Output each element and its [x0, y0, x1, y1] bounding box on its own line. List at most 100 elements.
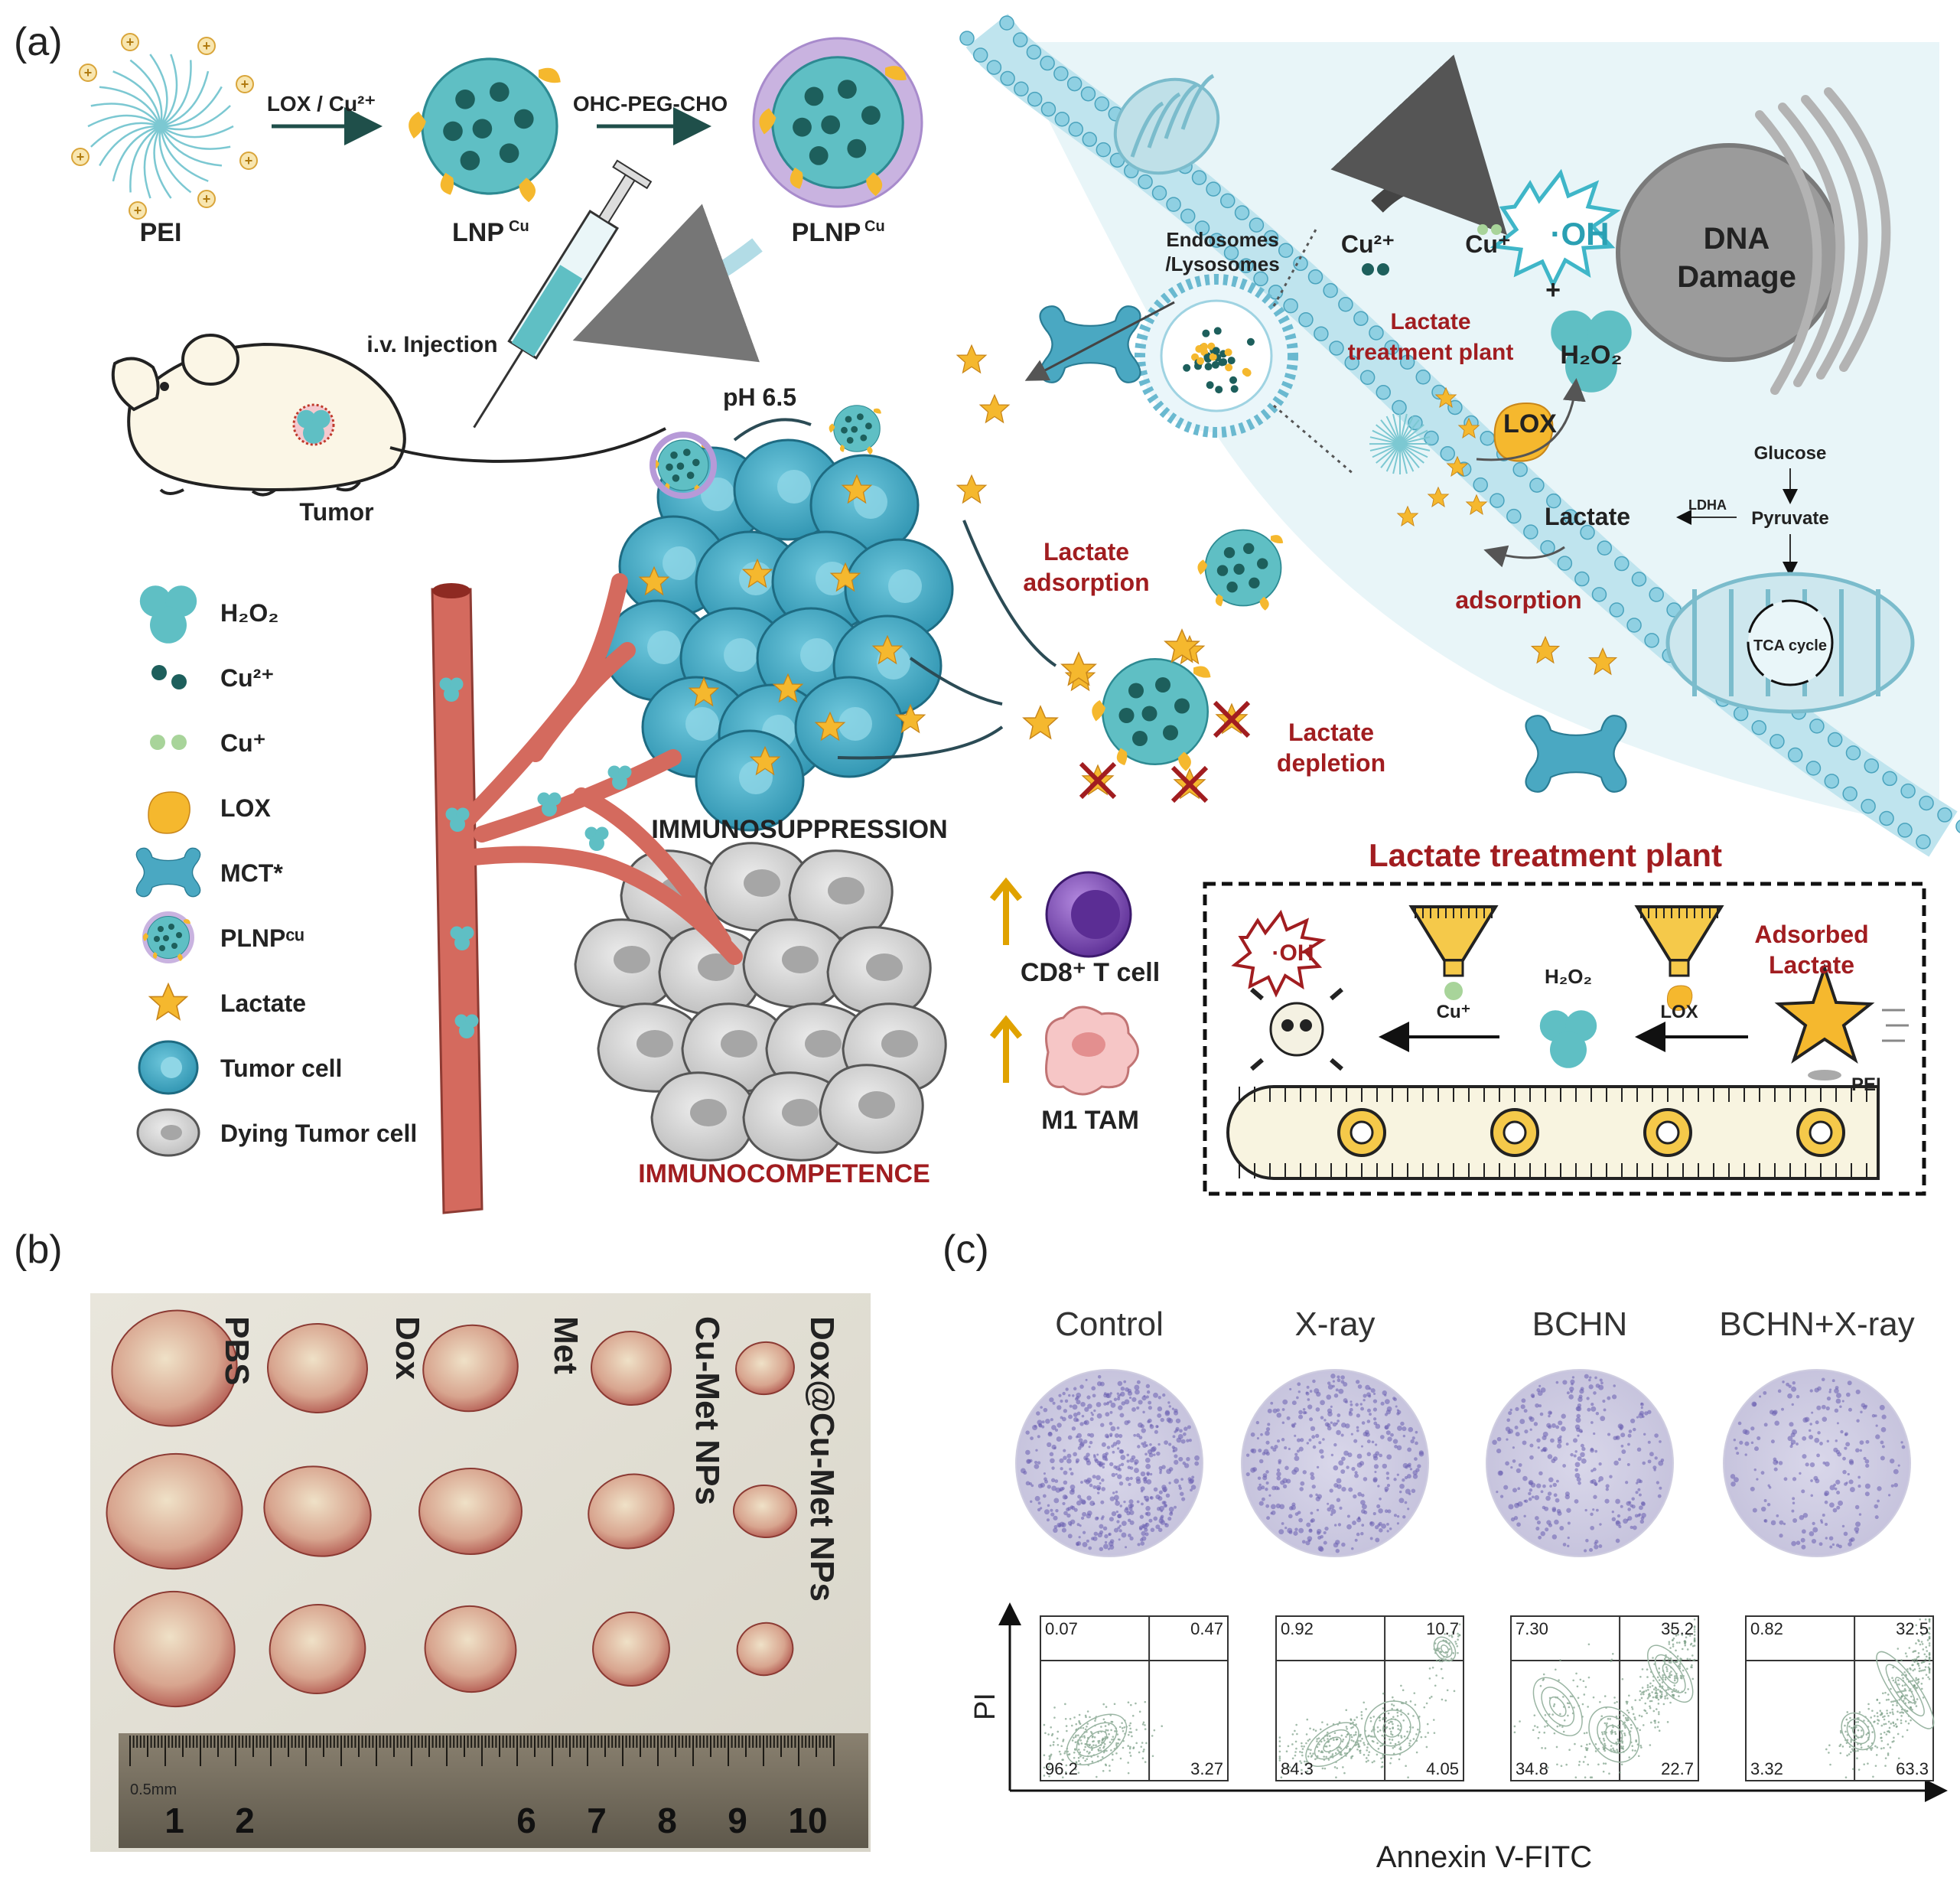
- colony: [1349, 1412, 1353, 1416]
- plant-oh-text: ·OH: [1272, 940, 1314, 966]
- colony: [1325, 1423, 1330, 1427]
- event-dot: [1043, 1724, 1046, 1726]
- colony: [1334, 1393, 1339, 1398]
- colony: [1121, 1387, 1125, 1391]
- event-dot: [1678, 1641, 1681, 1644]
- colony: [1121, 1463, 1124, 1466]
- event-dot: [1097, 1755, 1099, 1758]
- colony: [1050, 1418, 1053, 1421]
- colony: [1557, 1444, 1561, 1449]
- colony: [1541, 1531, 1545, 1536]
- colony: [1112, 1473, 1116, 1478]
- colony: [1375, 1443, 1377, 1446]
- colony: [1108, 1548, 1110, 1550]
- event-dot: [1085, 1715, 1087, 1717]
- colony: [1382, 1390, 1387, 1395]
- event-dot: [1294, 1730, 1296, 1732]
- event-dot: [1392, 1697, 1394, 1699]
- colony: [1298, 1518, 1303, 1523]
- event-dot: [1412, 1715, 1415, 1717]
- event-dot: [1359, 1734, 1362, 1736]
- event-dot: [1353, 1719, 1356, 1721]
- colony: [1073, 1404, 1078, 1410]
- event-dot: [1649, 1683, 1652, 1685]
- group-label: Dox@Cu-Met NPs: [803, 1316, 841, 1602]
- event-dot: [1912, 1670, 1914, 1672]
- dying-nucleus: [881, 1030, 918, 1058]
- colony: [1373, 1512, 1376, 1515]
- event-dot: [1603, 1738, 1605, 1740]
- colony: [1367, 1439, 1371, 1443]
- event-dot: [1457, 1645, 1459, 1648]
- colony: [1176, 1438, 1181, 1443]
- event-dot: [1694, 1631, 1696, 1633]
- event-dot: [1123, 1726, 1125, 1729]
- event-dot: [1115, 1742, 1118, 1745]
- colony: [1298, 1410, 1303, 1415]
- colony: [1151, 1446, 1157, 1452]
- event-dot: [1323, 1755, 1325, 1758]
- colony: [1389, 1527, 1392, 1530]
- event-dot: [1321, 1721, 1323, 1723]
- colony: [1340, 1469, 1345, 1474]
- colony: [1025, 1450, 1030, 1455]
- event-dot: [1904, 1688, 1906, 1690]
- event-dot: [1628, 1712, 1630, 1714]
- event-dot: [1154, 1729, 1156, 1732]
- colony: [1865, 1459, 1870, 1464]
- event-dot: [1122, 1747, 1125, 1749]
- colony: [1174, 1454, 1177, 1458]
- event-dot: [1926, 1674, 1928, 1676]
- colony: [1810, 1479, 1813, 1482]
- event-dot: [1916, 1698, 1919, 1700]
- colony: [1888, 1494, 1890, 1496]
- colony: [1023, 1471, 1027, 1475]
- colony: [1397, 1426, 1402, 1431]
- event-dot: [1363, 1701, 1365, 1703]
- colony: [1136, 1433, 1140, 1437]
- colony: [1043, 1494, 1047, 1498]
- colony: [1153, 1517, 1157, 1521]
- event-dot: [1400, 1713, 1402, 1716]
- colony: [1828, 1390, 1831, 1393]
- ldha-text: LDHA: [1688, 497, 1727, 513]
- colony: [1268, 1409, 1272, 1413]
- colony: [1829, 1536, 1834, 1540]
- colony: [1373, 1417, 1376, 1420]
- event-dot: [1122, 1730, 1125, 1732]
- event-dot: [1880, 1737, 1883, 1739]
- event-dot: [1926, 1656, 1928, 1658]
- event-dot: [1880, 1714, 1882, 1716]
- colony: [1792, 1477, 1796, 1481]
- colony: [1407, 1507, 1409, 1510]
- event-dot: [1639, 1690, 1642, 1693]
- event-dot: [1640, 1746, 1643, 1749]
- lipid-head: [1309, 270, 1323, 284]
- event-dot: [1641, 1697, 1643, 1700]
- event-dot: [1545, 1747, 1547, 1749]
- colony: [1508, 1411, 1512, 1415]
- event-dot: [1140, 1745, 1142, 1748]
- event-dot: [1892, 1722, 1894, 1724]
- event-dot: [1543, 1732, 1545, 1734]
- event-dot: [1617, 1725, 1620, 1727]
- colony: [1161, 1515, 1164, 1518]
- event-dot: [1630, 1727, 1633, 1729]
- colony: [1581, 1387, 1584, 1390]
- event-dot: [1597, 1764, 1600, 1766]
- event-dot: [1382, 1762, 1384, 1764]
- event-dot: [1426, 1703, 1428, 1705]
- event-dot: [1613, 1697, 1616, 1699]
- colony: [1833, 1448, 1838, 1452]
- colony: [1083, 1421, 1087, 1425]
- colony: [1394, 1514, 1397, 1517]
- event-dot: [1852, 1768, 1854, 1770]
- event-dot: [1877, 1723, 1879, 1725]
- colony: [1148, 1401, 1151, 1405]
- colony: [1570, 1453, 1573, 1456]
- mct-transporter: [1526, 715, 1626, 792]
- colony: [1131, 1397, 1136, 1402]
- event-dot: [1880, 1748, 1883, 1750]
- event-dot: [1050, 1745, 1052, 1747]
- event-dot: [1844, 1725, 1846, 1727]
